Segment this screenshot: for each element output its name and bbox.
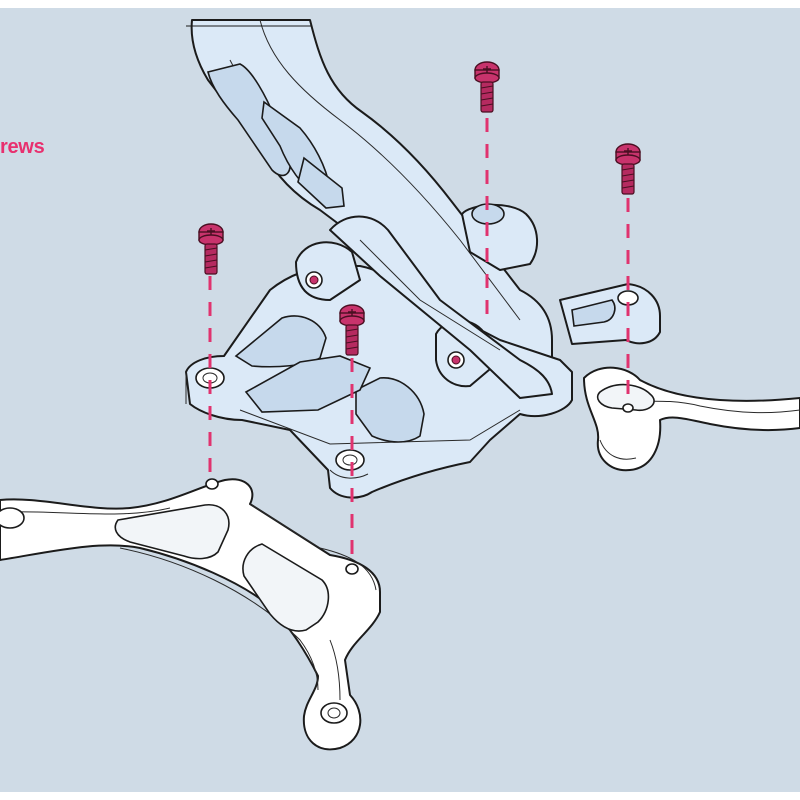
rear-boss: [461, 203, 661, 345]
upright-boom: [186, 19, 553, 396]
guide-lines: [208, 118, 630, 566]
right-arm: [583, 366, 800, 472]
screw-2: [339, 304, 365, 356]
screw-1: [198, 223, 224, 275]
bracket-base: [185, 215, 573, 499]
screw-4: [615, 143, 641, 195]
step-label: rews: [0, 136, 45, 158]
left-arm: [0, 478, 381, 751]
screw-3: [474, 61, 500, 113]
